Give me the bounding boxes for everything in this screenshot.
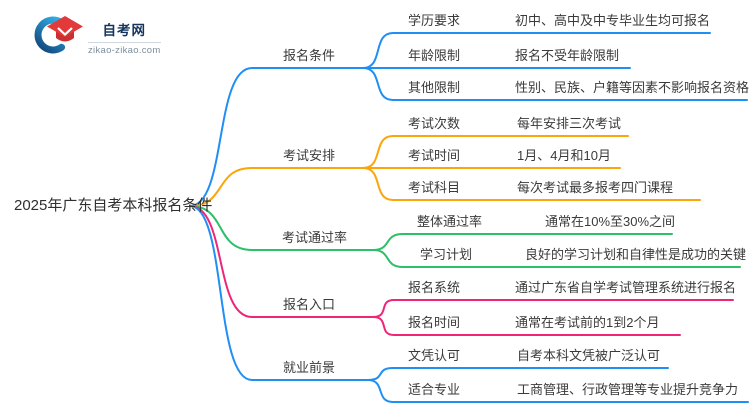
branch-0-child-1-value: 报名不受年龄限制 xyxy=(515,48,620,63)
link-branch-2 xyxy=(189,205,374,251)
branch-2-child-1-topic: 学习计划 xyxy=(420,247,473,262)
branch-1-child-2-topic: 考试科目 xyxy=(408,180,461,195)
branch-2-label: 考试通过率 xyxy=(282,230,348,245)
branch-0-child-0-topic: 学历要求 xyxy=(408,13,461,28)
branch-0-child-2-topic: 其他限制 xyxy=(408,80,461,95)
branch-2-child-1-value: 良好的学习计划和自律性是成功的关键 xyxy=(525,247,747,262)
branch-0-child-1-topic: 年龄限制 xyxy=(408,48,461,63)
branch-1-child-1-value: 1月、4月和10月 xyxy=(517,148,611,163)
branch-2-child-0-topic: 整体通过率 xyxy=(417,214,483,229)
branch-0-label: 报名条件 xyxy=(283,48,336,63)
branch-1-child-2-value: 每次考试最多报考四门课程 xyxy=(517,180,674,195)
branch-4-child-1-topic: 适合专业 xyxy=(408,382,461,397)
link-branch-0-child-0 xyxy=(362,32,711,69)
link-branch-4-child-0 xyxy=(367,367,669,381)
logo-domain: zikao-zikao.com xyxy=(88,42,161,56)
link-branch-3-child-1 xyxy=(372,316,681,336)
link-branch-1-child-2 xyxy=(362,167,701,201)
logo-graduation-cap-icon xyxy=(34,16,83,54)
branch-3-child-1-value: 通常在考试前的1到2个月 xyxy=(515,315,660,330)
link-branch-2-child-1 xyxy=(372,249,741,268)
branch-4-child-0-value: 自考本科文凭被广泛认可 xyxy=(517,348,661,363)
branch-2-child-0-value: 通常在10%至30%之间 xyxy=(545,214,676,229)
link-branch-0 xyxy=(189,67,631,207)
link-branch-4 xyxy=(189,205,369,381)
site-logo[interactable]: 自考网 zikao-zikao.com xyxy=(33,13,161,56)
branch-4-label: 就业前景 xyxy=(283,360,336,375)
branch-0-child-0-value: 初中、高中及中专毕业生均可报名 xyxy=(515,13,711,28)
branch-1-child-0-value: 每年安排三次考试 xyxy=(517,116,622,131)
branch-1-child-0-topic: 考试次数 xyxy=(408,116,461,131)
link-branch-2-child-0 xyxy=(372,233,673,251)
branch-1-child-1-topic: 考试时间 xyxy=(408,148,461,163)
logo-title: 自考网 xyxy=(102,23,147,38)
root-node: 2025年广东自考本科报名条件 xyxy=(14,197,213,214)
branch-3-child-0-value: 通过广东省自学考试管理系统进行报名 xyxy=(515,280,737,295)
link-branch-4-child-1 xyxy=(367,379,749,403)
link-branch-0-child-2 xyxy=(362,67,748,101)
branch-1-label: 考试安排 xyxy=(283,148,336,163)
link-branch-3-child-0 xyxy=(372,299,734,318)
branch-0-child-2-value: 性别、民族、户籍等因素不影响报名资格 xyxy=(515,80,750,95)
branch-3-child-1-topic: 报名时间 xyxy=(408,315,461,330)
branch-4-child-0-topic: 文凭认可 xyxy=(408,348,461,363)
branch-4-child-1-value: 工商管理、行政管理等专业提升竞争力 xyxy=(517,382,739,397)
link-branch-3 xyxy=(189,205,374,318)
branch-3-child-0-topic: 报名系统 xyxy=(408,280,461,295)
branch-3-label: 报名入口 xyxy=(283,297,336,312)
link-branch-1-child-0 xyxy=(362,135,629,169)
link-branch-1 xyxy=(189,167,621,207)
